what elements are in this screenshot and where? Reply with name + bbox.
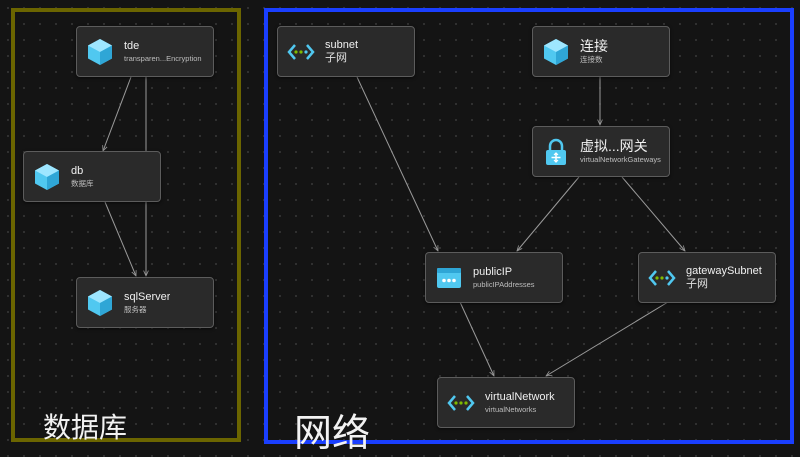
gateway-lock-icon	[541, 137, 571, 167]
edge-gatewaysubnet-vnet	[546, 301, 669, 376]
node-vnet-gateway-title: 虚拟...网关	[580, 138, 648, 154]
node-sqlserver-title: sqlServer	[124, 291, 171, 303]
sql-cube-icon	[85, 288, 115, 318]
sql-cube-icon	[32, 162, 62, 192]
node-tde-subtitle: transparen...Encryption	[124, 54, 202, 63]
node-subnet-subtitle: 子网	[325, 52, 347, 64]
node-virtual-network-title: virtualNetwork	[485, 391, 555, 403]
node-subnet[interactable]: subnet 子网	[277, 26, 415, 77]
sql-cube-icon	[85, 37, 115, 67]
node-virtual-network-subtitle: virtualNetworks	[485, 405, 537, 414]
node-public-ip-title: publicIP	[473, 266, 513, 278]
node-connection-subtitle: 连接数	[580, 55, 603, 64]
node-public-ip-subtitle: publicIPAddresses	[473, 280, 535, 289]
group-database: 数据库	[11, 8, 241, 444]
node-db[interactable]: db 数据库	[23, 151, 161, 202]
group-network: 网络	[264, 8, 794, 455]
virtual-network-icon	[446, 388, 476, 418]
node-sqlserver-subtitle: 服务器	[124, 305, 147, 314]
node-db-subtitle: 数据库	[71, 179, 94, 188]
node-sqlserver[interactable]: sqlServer 服务器	[76, 277, 214, 328]
group-network-label: 网络	[294, 411, 371, 455]
node-gateway-subnet-subtitle: 子网	[686, 278, 708, 290]
node-gateway-subnet-title: gatewaySubnet	[686, 265, 762, 277]
subnet-icon	[286, 37, 316, 67]
group-database-label: 数据库	[43, 411, 128, 444]
node-db-title: db	[71, 165, 84, 177]
edge-tde-db	[103, 76, 132, 151]
edge-publicip-vnet	[459, 301, 495, 376]
connection-cube-icon	[541, 37, 571, 67]
edge-subnet-publicip	[356, 76, 439, 251]
node-public-ip[interactable]: publicIP publicIPAddresses	[425, 252, 563, 303]
public-ip-icon	[434, 263, 464, 293]
node-connection-title: 连接	[580, 38, 608, 54]
node-tde[interactable]: tde transparen...Encryption	[76, 26, 214, 77]
node-subnet-title: subnet	[325, 39, 359, 51]
edge-gateway-publicip	[517, 176, 580, 251]
node-virtual-network[interactable]: virtualNetwork virtualNetworks	[437, 377, 575, 428]
edge-db-sqlserver	[104, 201, 136, 276]
edge-gateway-gatewaysubnet	[621, 176, 685, 251]
node-tde-title: tde	[124, 40, 140, 52]
subnet-icon	[647, 263, 677, 293]
node-connection[interactable]: 连接 连接数	[532, 26, 670, 77]
node-vnet-gateway[interactable]: 虚拟...网关 virtualNetworkGateways	[532, 126, 670, 177]
node-vnet-gateway-subtitle: virtualNetworkGateways	[580, 155, 661, 164]
node-gateway-subnet[interactable]: gatewaySubnet 子网	[638, 252, 776, 303]
